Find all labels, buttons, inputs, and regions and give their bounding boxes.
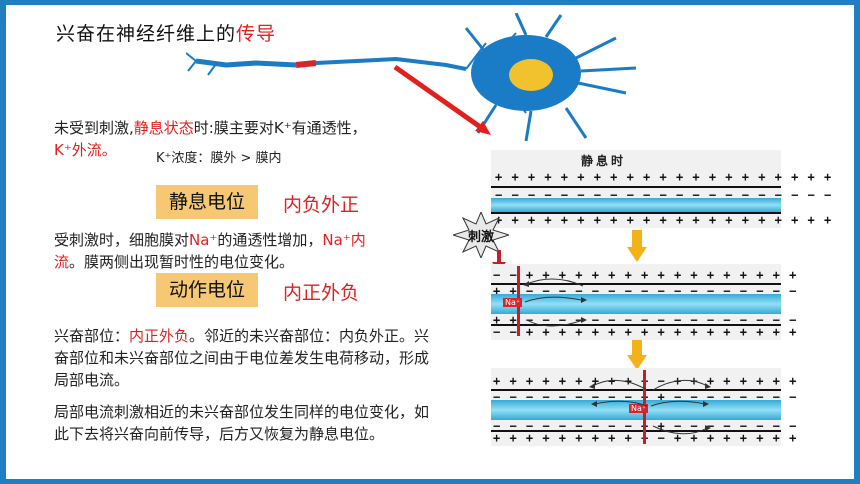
- resting-text: 未受到刺激,静息状态时:膜主要对K⁺有通透性， K⁺外流。: [54, 117, 434, 161]
- resting-pre: 未受到刺激,: [54, 119, 134, 137]
- local-post: 。邻近的未兴奋部位：内负外正。兴奋部位和未兴奋部位之间由于电位差发生电荷移动，形…: [54, 327, 430, 389]
- resting-panel: 静息时 + + + + + + + + + + + + + + + + + + …: [491, 150, 831, 228]
- action-potential-desc: 内正外负: [283, 282, 360, 304]
- down-arrow-2: [627, 340, 647, 370]
- na-influx-a: Na⁺内: [322, 231, 366, 249]
- stimulus-burst: [453, 212, 509, 258]
- na-influx-b: 流: [54, 253, 70, 271]
- down-arrow-1: [627, 230, 647, 262]
- local-pre: 兴奋部位：: [54, 327, 130, 345]
- conduction-diagram: 静息时 + + + + + + + + + + + + + + + + + + …: [453, 150, 831, 450]
- resting-post: 时:膜主要对K⁺有通透性，: [193, 119, 367, 137]
- action-text: 受刺激时，细胞膜对Na⁺的通透性增加，Na⁺内 流。膜两侧出现暂时性的电位变化。: [54, 229, 434, 273]
- charges-outer-bottom: + + + + + + + + + + + + + + + + + + + + …: [495, 213, 833, 227]
- stimulus-label: 刺激: [467, 230, 494, 245]
- p3-membrane-top: [491, 389, 781, 391]
- action-post: 的通透性增加，: [217, 231, 323, 249]
- resting-potential-desc: 内负外正: [283, 194, 360, 216]
- na-label: Na⁺: [189, 231, 218, 249]
- p2-na-label: Na⁺: [503, 298, 523, 307]
- p3-na-label: Na⁺: [629, 404, 649, 413]
- p2-membrane-bottom: [491, 324, 781, 326]
- action-pre: 受刺激时，细胞膜对: [54, 231, 190, 249]
- resting-red: 静息状态: [133, 119, 194, 137]
- p2-membrane-top: [491, 283, 781, 285]
- p2-outer-top: − − + + + + + + + + + + + + + + + + +: [493, 268, 798, 282]
- k-efflux: K⁺外流。: [54, 141, 117, 159]
- propagation-text: 局部电流刺激相近的未兴奋部位发生同样的电位变化，如此下去将兴奋向前传导，后方又恢…: [54, 403, 430, 443]
- slide: 兴奋在神经纤维上的传导 未受到刺激,静息状态时:膜主要对K⁺有通透性， K⁺外流…: [6, 5, 854, 479]
- local-current-text: 兴奋部位：内正外负。邻近的未兴奋部位：内负外正。兴奋部位和未兴奋部位之间由于电位…: [54, 325, 439, 391]
- title-highlight: 传导: [236, 23, 277, 45]
- axoplasm: [491, 198, 781, 212]
- p2-inner-bottom: + + − − − − − − − − − − − − − − − − −: [493, 313, 798, 327]
- excited-panel: − − + + + + + + + + + + + + + + + + + + …: [491, 264, 796, 340]
- resting-potential-box: 静息电位: [156, 185, 258, 219]
- title-main: 兴奋在神经纤维上的: [56, 23, 237, 45]
- p2-axoplasm: [491, 294, 781, 314]
- action-post2: 。膜两侧出现暂时性的电位变化。: [69, 253, 295, 271]
- pointer-arrow: [393, 64, 491, 135]
- membrane-bottom: [491, 212, 781, 214]
- p2-outer-bottom: − − + + + + + + + + + + + + + + + + +: [493, 325, 798, 339]
- membrane-top: [491, 186, 781, 188]
- panel-title: 静息时: [581, 154, 627, 168]
- p3-membrane-bottom: [491, 430, 781, 432]
- charges-outer-top: + + + + + + + + + + + + + + + + + + + + …: [495, 170, 833, 184]
- k-concentration: K⁺浓度：膜外 > 膜内: [156, 151, 282, 166]
- local-red: 内正外负: [129, 327, 190, 345]
- p2-current-arrows: [523, 278, 587, 327]
- action-potential-box: 动作电位: [156, 273, 258, 307]
- slide-title: 兴奋在神经纤维上的传导: [56, 19, 276, 46]
- neuron-illustration: [186, 13, 637, 142]
- p3-current-arrows: [589, 380, 711, 435]
- propagation-panel: + + + + + + + + + − − + + + + + + + + − …: [491, 368, 796, 446]
